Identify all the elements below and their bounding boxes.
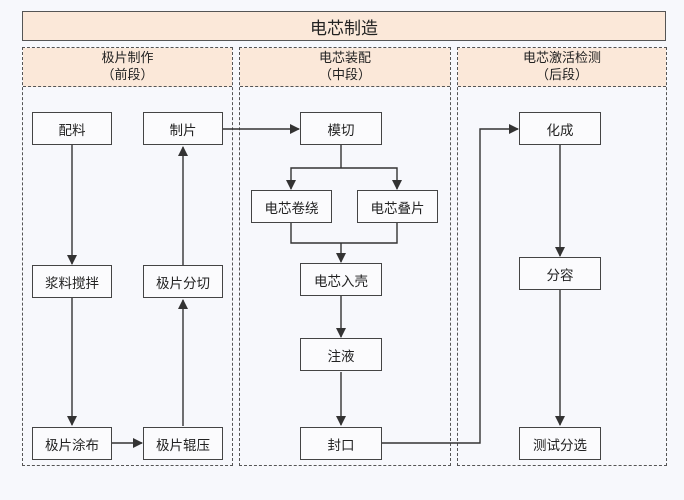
node-zhuye[interactable]: 注液 [300, 338, 382, 371]
section-cell-assembly: 电芯装配 （中段） [239, 47, 451, 466]
node-dianxin-diepian[interactable]: 电芯叠片 [357, 190, 438, 223]
node-dianxin-juanrao[interactable]: 电芯卷绕 [251, 190, 332, 223]
section-name: 极片制作 [101, 51, 154, 66]
section-header: 电芯装配 （中段） [240, 48, 450, 87]
node-huacheng[interactable]: 化成 [519, 112, 601, 145]
section-header: 极片制作 （前段） [23, 48, 232, 87]
section-stage: （后段） [535, 68, 588, 83]
section-electrode-making: 极片制作 （前段） [22, 47, 233, 466]
section-stage: （前段） [101, 68, 154, 83]
node-dianxin-ruke[interactable]: 电芯入壳 [300, 263, 382, 296]
node-fengkou[interactable]: 封口 [300, 427, 382, 460]
node-peiliao[interactable]: 配料 [32, 112, 112, 145]
section-header: 电芯激活检测 （后段） [458, 48, 666, 87]
node-zhipian[interactable]: 制片 [143, 112, 223, 145]
section-name: 电芯装配 [318, 51, 371, 66]
node-moqie[interactable]: 模切 [300, 112, 382, 145]
diagram-title: 电芯制造 [22, 11, 666, 41]
node-jipian-fenqie[interactable]: 极片分切 [143, 265, 223, 298]
node-jiangliao-jiaoban[interactable]: 浆料搅拌 [32, 265, 112, 298]
node-jipian-tubu[interactable]: 极片涂布 [32, 427, 112, 460]
node-fenrong[interactable]: 分容 [519, 257, 601, 290]
node-jipian-gunya[interactable]: 极片辊压 [143, 427, 223, 460]
node-ceshi-fenxuan[interactable]: 测试分选 [519, 427, 601, 460]
section-stage: （中段） [318, 68, 371, 83]
section-name: 电芯激活检测 [522, 51, 601, 66]
